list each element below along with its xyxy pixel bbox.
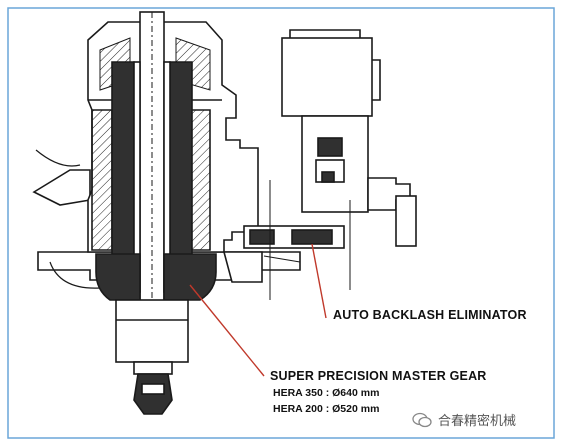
leader-master-gear [189, 284, 265, 377]
spec-hera-350: HERA 350 : Ø640 mm [273, 387, 380, 399]
leader-backlash [311, 243, 327, 319]
lower-head [115, 299, 189, 363]
housing-wall-left [91, 109, 113, 251]
watermark: 合春精密机械 [412, 410, 516, 429]
callout-master-gear: SUPER PRECISION MASTER GEAR [270, 369, 487, 383]
callout-backlash-eliminator: AUTO BACKLASH ELIMINATOR [333, 308, 527, 322]
motor-block [281, 37, 373, 117]
spec-hera-200: HERA 200 : Ø520 mm [273, 403, 380, 415]
wechat-icon [412, 412, 432, 427]
master-gear [95, 253, 141, 301]
frame-border [7, 7, 555, 439]
watermark-text: 合春精密机械 [438, 414, 517, 429]
